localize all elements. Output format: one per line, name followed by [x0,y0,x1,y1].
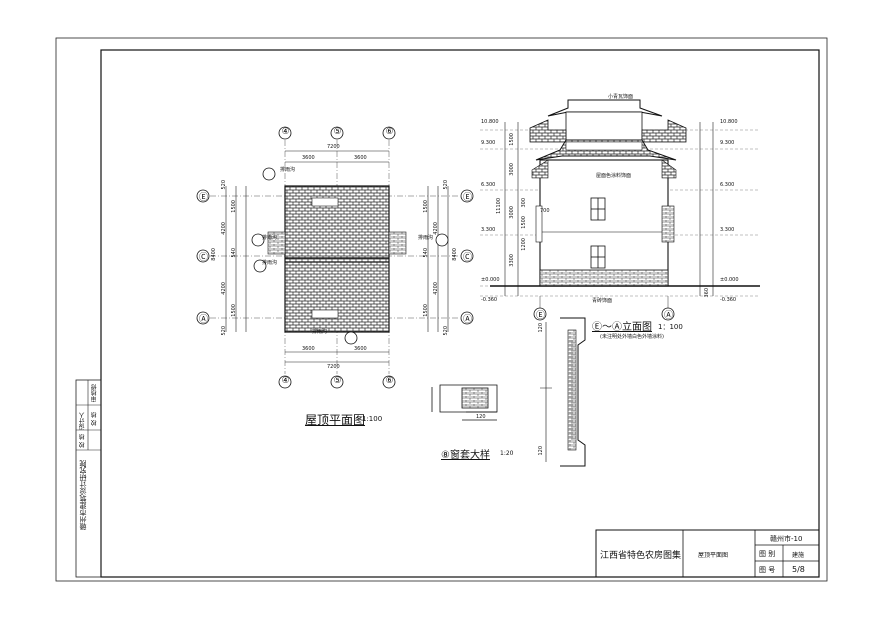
wall-section [540,317,586,467]
section-dim-bottom: 120 [538,446,544,456]
level-right-4: 3.300 [720,227,735,233]
elevation-top-note: 小青瓦饰面 [608,94,634,100]
plan-dim-left-8: 520 [221,326,227,336]
category-label: 图 别 [759,550,776,558]
plan-label-1: 排雨沟 [280,167,296,173]
institute-name: 赣州市建筑设计研究院 [79,460,87,530]
plan-dim-left-1: 520 [221,180,227,190]
plan-dim-left-7: 1500 [231,304,237,317]
elev-dim-7: 1500 [521,216,527,229]
drafter-label: 审核修 [91,384,98,402]
plan-dim-right-4: 540 [423,248,429,258]
axis-a-right: Ⓐ [462,315,472,325]
axis-5-top: ⑤ [333,127,342,137]
elevation-scale: 1：100 [658,323,683,331]
plan-dim-right-5: 8400 [452,248,458,261]
plan-dim-bay-2-bottom: 3600 [354,346,367,352]
plan-dim-bay-1: 3600 [302,155,315,161]
axis-5-bottom: ⑤ [333,376,342,386]
reviewer-label: 校 核 [91,412,98,426]
axis-6-top: ⑥ [385,127,394,137]
elevation [480,99,760,321]
elev-dim-5: 11100 [496,198,502,214]
plan-title: 屋顶平面图 [305,413,366,427]
plan-dim-left-6: 4200 [221,282,227,295]
axis-e-left: Ⓔ [198,193,208,203]
level-right-3: 6.300 [720,182,735,188]
axis-4-top: ④ [281,127,290,137]
axis-a-left: Ⓐ [198,315,208,325]
plan-dim-bay-1-bottom: 3600 [302,346,315,352]
outer-frame [55,37,828,582]
elevation-base-note: 青砖饰面 [592,298,613,304]
plan-dim-right-7: 1500 [423,304,429,317]
axis-6-bottom: ⑥ [385,376,394,386]
elevation-axis-right: Ⓐ [663,311,673,321]
plan-dim-right-2: 1500 [423,200,429,213]
drawing-title: 屋顶平面图 [698,552,729,559]
elevation-note: (未注明处外墙白色外墙涂料) [600,334,664,340]
plan-dim-left-3: 4200 [221,222,227,235]
window-detail [431,384,498,421]
elev-dim-10: 360 [704,288,710,298]
section-dim-top: 120 [538,323,544,333]
elev-dim-3: 3000 [509,206,515,219]
level-left-3: 6.300 [481,182,496,188]
project-title: 江西省特色农房图集 [600,551,682,561]
plan-label-5: 排雨沟 [418,235,434,241]
elev-dim-2: 3000 [509,163,515,176]
level-right-5: ±0.000 [720,277,739,283]
level-left-5: ±0.000 [481,277,500,283]
plan-dim-total: 7200 [327,144,340,150]
detail-scale: 1:20 [500,450,514,457]
plan-dim-right-6: 4200 [433,282,439,295]
number-label: 图 号 [759,566,776,574]
plan-dim-left-2: 1500 [231,200,237,213]
series-label: 赣州市-10 [770,535,803,543]
plan-dim-total-bottom: 7200 [327,364,340,370]
axis-4-bottom: ④ [281,376,290,386]
plan-label-4: 排雨沟 [262,260,278,266]
plan-label-2: 排雨沟 [312,329,328,335]
level-right-6: -0.360 [720,297,737,303]
plan-dim-right-3: 4200 [433,222,439,235]
checker-label: 校 核 [79,434,86,448]
plan-label-3: 排雨沟 [262,235,278,241]
elev-dim-8: 300 [521,198,527,208]
designer-label: 设计人 [79,412,86,430]
roof-plan [196,126,474,389]
side-strip [75,379,102,578]
axis-e-right: Ⓔ [462,193,472,203]
level-left-2: 9.300 [481,140,496,146]
elevation-axis-left: Ⓔ [535,311,545,321]
level-left-6: -0.360 [481,297,498,303]
level-right-1: 10.800 [720,119,738,125]
elev-dim-4: 3300 [509,254,515,267]
elevation-wall-note: 屋面色涂料饰面 [596,173,632,179]
detail-title: ⑧窗套大样 [441,450,490,461]
axis-c-left: Ⓒ [198,253,208,263]
plan-dim-right-1: 520 [443,180,449,190]
inner-frame [100,49,820,578]
elev-dim-1: 1500 [509,133,515,146]
level-left-4: 3.300 [481,227,496,233]
title-block [595,529,820,578]
elevation-title: Ⓔ～Ⓐ立面图 [592,322,652,333]
plan-scale: 1:100 [362,415,383,423]
number-value: 5/8 [792,565,805,574]
elev-dim-9: 700 [540,208,550,214]
axis-c-right: Ⓒ [462,253,472,263]
elev-dim-6: 1200 [521,238,527,251]
plan-dim-right-8: 520 [443,326,449,336]
plan-dim-left-4: 540 [231,248,237,258]
category-value: 建施 [792,552,805,559]
plan-dim-left-5: 8400 [211,248,217,261]
level-right-2: 9.300 [720,140,735,146]
level-left-1: 10.800 [481,119,499,125]
plan-dim-bay-2: 3600 [354,155,367,161]
detail-dim: 120 [476,414,486,420]
